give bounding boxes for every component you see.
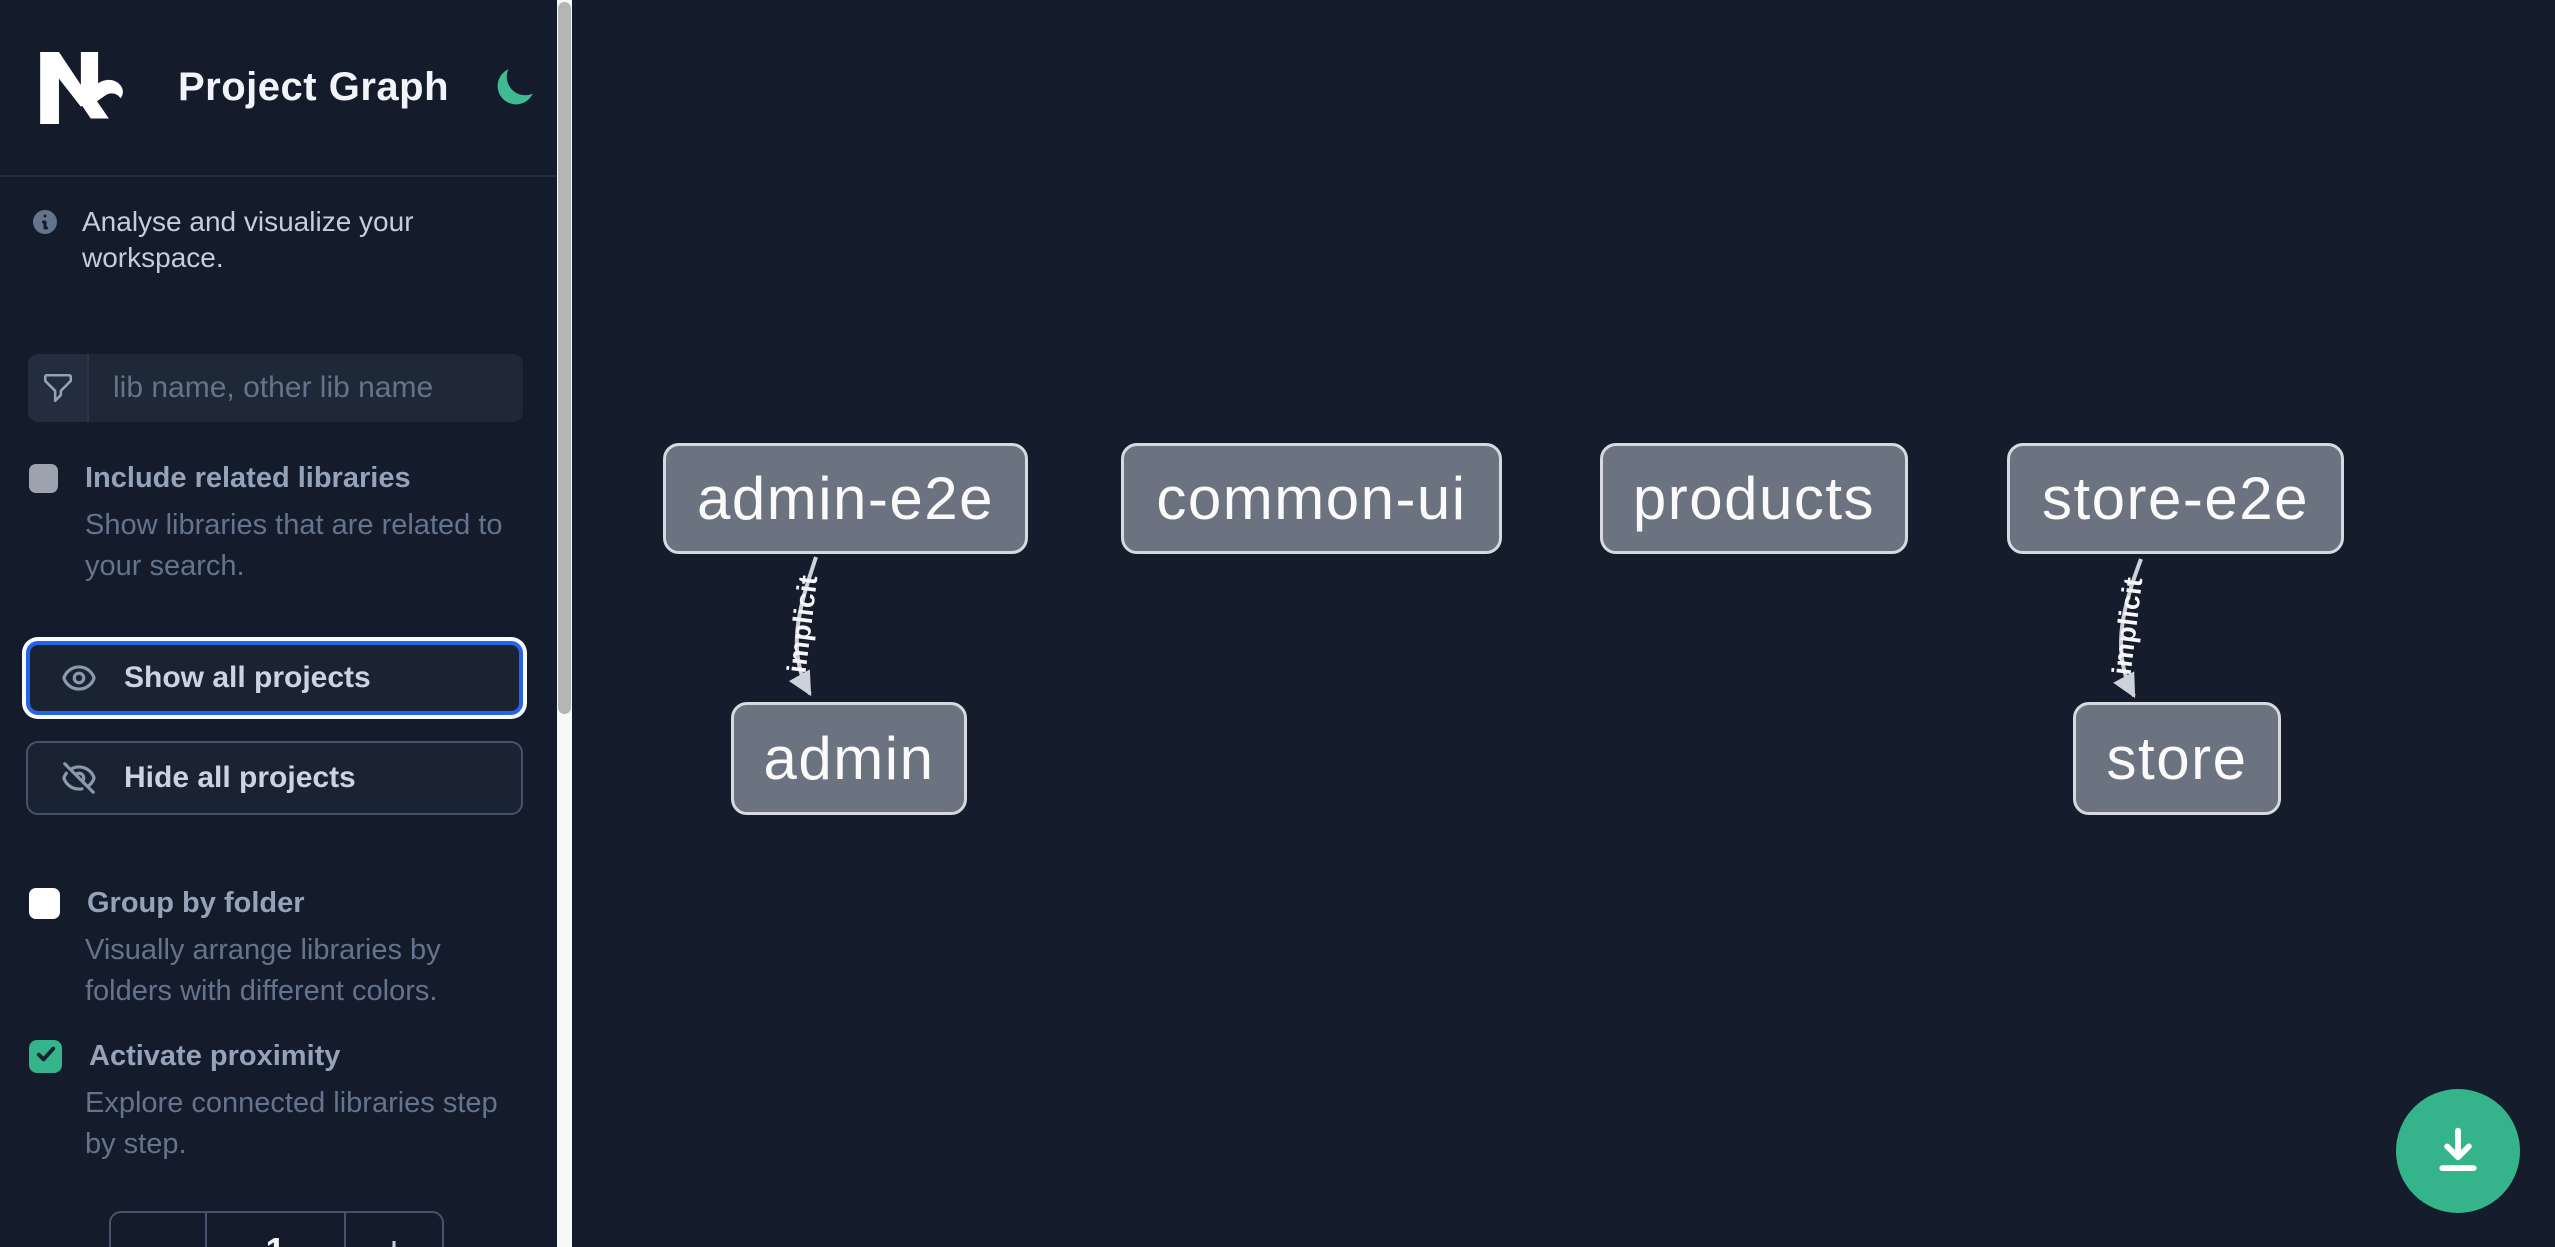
edge-admin-e2e-to-admin[interactable] <box>788 556 818 697</box>
option-label: Activate proximity <box>89 1040 341 1072</box>
decrement-button[interactable]: − <box>111 1213 207 1247</box>
proximity-depth-stepper: − 1 + <box>109 1211 444 1247</box>
download-button[interactable] <box>2396 1089 2520 1213</box>
option-label: Group by folder <box>87 887 305 919</box>
hide-all-projects-button[interactable]: Hide all projects <box>26 741 523 815</box>
node-products[interactable]: products <box>1600 443 1908 554</box>
node-store-e2e[interactable]: store-e2e <box>2007 443 2344 554</box>
sidebar: Project Graph Analyse and visualize your… <box>0 0 557 1247</box>
edges-layer <box>788 556 2143 699</box>
intro-text: Analyse and visualize your workspace. <box>82 206 414 273</box>
funnel-icon <box>28 354 89 422</box>
increment-button[interactable]: + <box>344 1213 442 1247</box>
activate-proximity-checkbox[interactable] <box>29 1040 62 1073</box>
option-description: Explore connected libraries step by step… <box>85 1087 498 1160</box>
node-common-ui[interactable]: common-ui <box>1121 443 1502 554</box>
hide-all-label: Hide all projects <box>124 761 356 794</box>
show-all-projects-button[interactable]: Show all projects <box>26 641 523 715</box>
nx-logo <box>40 51 128 124</box>
proximity-depth-value: 1 <box>207 1213 344 1247</box>
sidebar-scrollbar[interactable] <box>557 0 572 1247</box>
eye-off-icon <box>60 759 98 797</box>
filter-box <box>28 354 523 422</box>
filter-input[interactable] <box>89 354 523 422</box>
download-icon <box>2429 1121 2487 1182</box>
option-group-by-folder: Group by folder Visually arrange librari… <box>0 887 557 1012</box>
edge-store-e2e-to-store[interactable] <box>2113 558 2143 699</box>
option-description: Visually arrange libraries by folders wi… <box>85 934 441 1007</box>
theme-toggle-button[interactable] <box>493 63 539 112</box>
option-description: Show libraries that are related to your … <box>85 509 503 582</box>
show-all-label: Show all projects <box>124 661 371 694</box>
intro-row: Analyse and visualize your workspace. <box>30 204 533 276</box>
include-related-checkbox[interactable] <box>29 464 58 493</box>
node-admin-e2e[interactable]: admin-e2e <box>663 443 1028 554</box>
check-icon <box>34 1042 58 1071</box>
graph-canvas[interactable]: admin-e2e common-ui products store-e2e a… <box>572 0 2555 1247</box>
node-admin[interactable]: admin <box>731 702 967 815</box>
eye-icon <box>60 659 98 697</box>
moon-icon <box>493 63 539 112</box>
option-include-related: Include related libraries Show libraries… <box>0 462 557 587</box>
group-by-folder-checkbox[interactable] <box>29 888 60 919</box>
sidebar-header: Project Graph <box>0 0 557 177</box>
info-icon <box>30 204 60 237</box>
option-label: Include related libraries <box>85 462 411 494</box>
scrollbar-thumb[interactable] <box>558 2 571 714</box>
app-title: Project Graph <box>178 65 450 109</box>
option-activate-proximity: Activate proximity Explore connected lib… <box>0 1040 557 1165</box>
node-store[interactable]: store <box>2073 702 2281 815</box>
